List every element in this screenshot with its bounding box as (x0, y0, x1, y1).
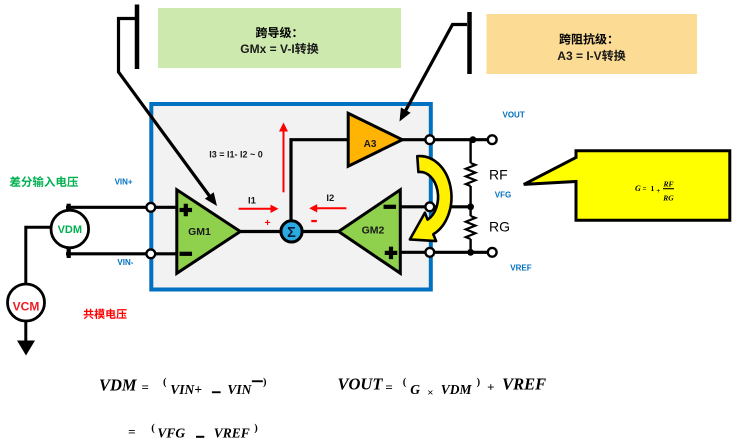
svg-text:VFG: VFG (157, 426, 185, 441)
svg-text:(: ( (403, 377, 407, 388)
svg-text:(: ( (151, 423, 155, 434)
svg-text:VFG: VFG (495, 190, 511, 199)
svg-text:A3: A3 (364, 139, 377, 150)
svg-text:RG: RG (489, 219, 510, 235)
svg-text:(: ( (163, 377, 167, 388)
svg-text:VDM: VDM (58, 224, 82, 236)
svg-text:VCM: VCM (13, 300, 40, 314)
svg-text:VIN: VIN (227, 382, 252, 397)
svg-text:): ) (263, 377, 267, 388)
svg-text:VOUT: VOUT (503, 110, 525, 119)
svg-text:): ) (477, 377, 481, 388)
svg-text:+: + (487, 380, 494, 395)
svg-text:RF: RF (489, 167, 508, 183)
svg-text:RG: RG (662, 194, 674, 203)
svg-text:GM2: GM2 (362, 225, 385, 237)
svg-text:+: + (656, 187, 660, 195)
svg-text:VDM: VDM (441, 382, 473, 397)
svg-text:VREF: VREF (510, 264, 531, 273)
svg-text:VDM: VDM (99, 376, 138, 395)
svg-text:A3 = I-V: A3 = I-V (557, 49, 601, 63)
svg-text:I1: I1 (248, 196, 257, 207)
svg-text:1: 1 (651, 184, 655, 193)
svg-text:I2: I2 (326, 193, 334, 204)
svg-text:VIN+: VIN+ (170, 382, 202, 397)
svg-text:VREF: VREF (214, 426, 250, 441)
svg-text:G: G (410, 382, 420, 397)
svg-text:+: + (265, 218, 271, 229)
svg-text:G: G (635, 184, 641, 193)
svg-text:GM1: GM1 (188, 226, 211, 238)
svg-text:GMx = V-I: GMx = V-I (240, 42, 294, 56)
svg-text:): ) (254, 423, 258, 434)
svg-text:VREF: VREF (502, 375, 546, 394)
svg-text:VIN+: VIN+ (115, 178, 133, 187)
svg-text:=: = (128, 424, 135, 439)
svg-text:Σ: Σ (287, 225, 296, 241)
svg-text:=: = (142, 380, 149, 395)
svg-text:I3 = I1- I2 ~ 0: I3 = I1- I2 ~ 0 (209, 149, 263, 159)
svg-text:×: × (427, 387, 433, 399)
svg-text:=: = (385, 380, 392, 395)
svg-text:RF: RF (662, 180, 673, 189)
svg-text:VOUT: VOUT (338, 375, 384, 394)
svg-text:=: = (643, 185, 647, 193)
svg-text:VIN-: VIN- (117, 258, 133, 267)
